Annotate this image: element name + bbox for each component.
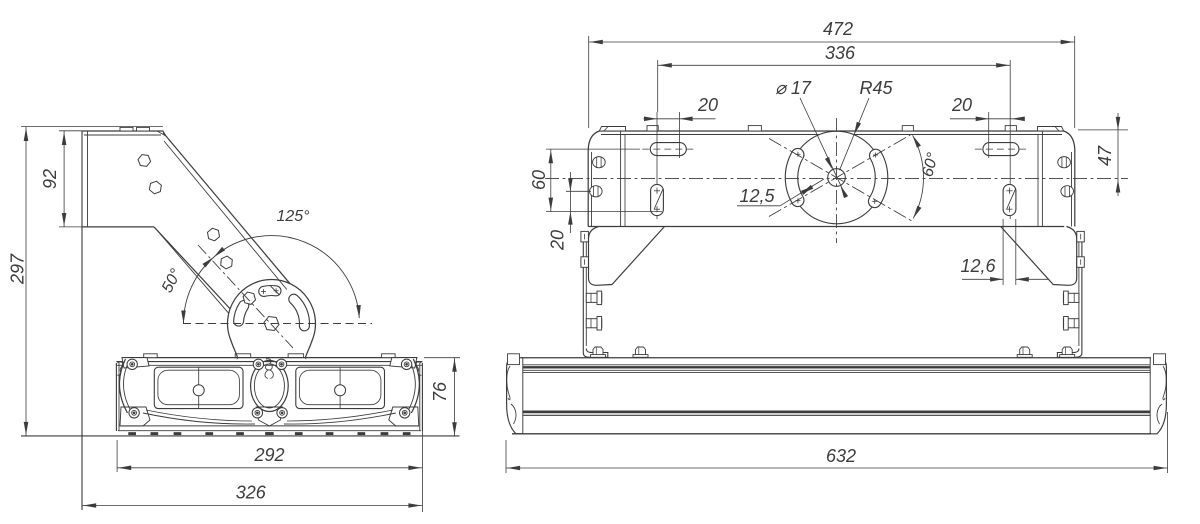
svg-text:R45: R45	[859, 78, 893, 98]
svg-text:92: 92	[40, 169, 60, 189]
svg-text:12,6: 12,6	[960, 256, 996, 276]
svg-text:326: 326	[236, 483, 267, 503]
svg-text:12,5: 12,5	[739, 186, 775, 206]
svg-text:60: 60	[529, 170, 549, 190]
svg-text:20: 20	[697, 95, 718, 115]
svg-text:297: 297	[8, 253, 28, 285]
svg-text:47: 47	[1095, 145, 1115, 166]
svg-text:336: 336	[825, 43, 856, 63]
svg-text:⌀ 17: ⌀ 17	[775, 78, 812, 98]
svg-text:20: 20	[951, 95, 972, 115]
svg-text:632: 632	[826, 446, 856, 466]
svg-text:292: 292	[253, 445, 284, 465]
svg-text:472: 472	[823, 19, 853, 39]
svg-text:60°: 60°	[919, 150, 942, 178]
svg-text:125°: 125°	[276, 208, 310, 225]
svg-text:20: 20	[548, 230, 568, 251]
svg-text:76: 76	[430, 381, 450, 402]
